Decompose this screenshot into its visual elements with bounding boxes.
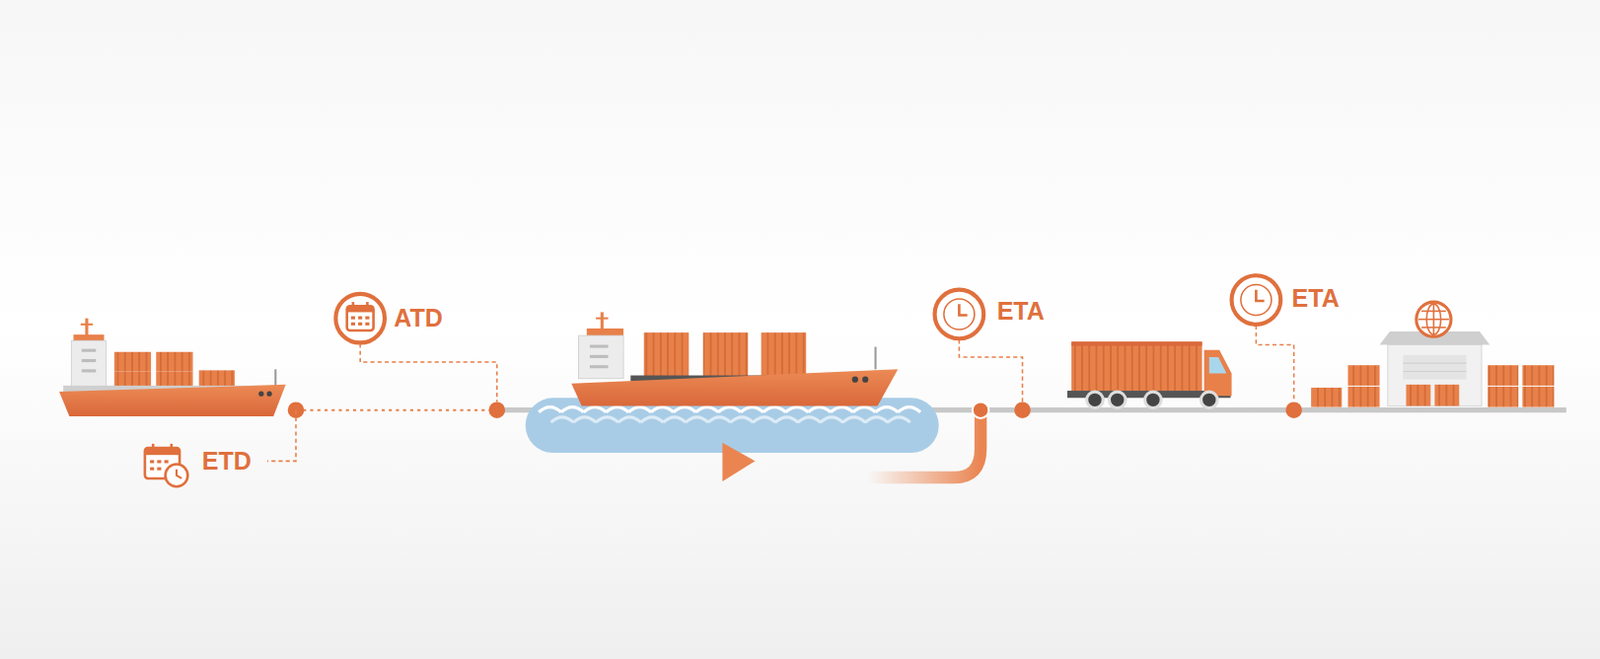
time-label: ETA: [997, 298, 1045, 324]
eta-icon: [935, 290, 985, 340]
timeline-dotted: [295, 409, 498, 412]
direction-arrowhead: [722, 442, 755, 482]
sea: [525, 397, 940, 453]
etd-icon: [145, 443, 188, 487]
atd-icon: [335, 293, 385, 344]
transfer-arrow: [867, 413, 981, 478]
leader-lines: [267, 325, 1295, 462]
ship-departing: [59, 318, 287, 417]
time-label: ETA: [1292, 286, 1340, 311]
direction-arrow: [657, 454, 727, 467]
eta-icon: [1232, 275, 1282, 325]
wave: [551, 417, 911, 423]
ship-at-sea: [571, 311, 898, 406]
wave: [538, 407, 921, 413]
time-label: ATD: [393, 305, 443, 331]
waves: [538, 407, 921, 424]
truck: [1067, 341, 1233, 408]
time-label: ETD: [202, 448, 252, 474]
warehouse: [1310, 301, 1554, 408]
